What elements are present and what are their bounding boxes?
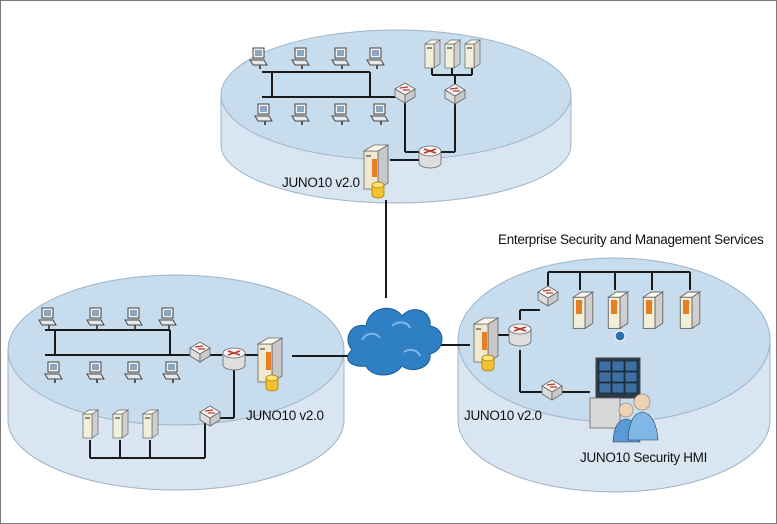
site-top-lan bbox=[262, 68, 473, 161]
site-top: JUNO10 v2.0 bbox=[220, 29, 572, 204]
monitor-wall-icon bbox=[589, 357, 641, 429]
server-icon bbox=[444, 39, 461, 69]
hmi-label: JUNO10 Security HMI bbox=[580, 450, 707, 465]
server-icon bbox=[82, 409, 99, 439]
site-left-disc bbox=[7, 274, 345, 426]
server-icon bbox=[424, 39, 441, 69]
site-right-gateway-label: JUNO10 v2.0 bbox=[464, 408, 542, 423]
site-right-lan bbox=[498, 271, 691, 393]
router-icon bbox=[508, 323, 532, 347]
site-left-gateway-label: JUNO10 v2.0 bbox=[246, 408, 324, 423]
router-icon bbox=[222, 347, 246, 371]
router-icon bbox=[418, 145, 442, 169]
users-icon bbox=[612, 393, 659, 443]
site-left: JUNO10 v2.0 bbox=[7, 274, 345, 491]
site-top-gateway-label: JUNO10 v2.0 bbox=[282, 175, 360, 190]
server-icon bbox=[112, 409, 129, 439]
services-title: Enterprise Security and Management Servi… bbox=[498, 232, 764, 247]
server-icon bbox=[464, 39, 481, 69]
server-icon bbox=[142, 409, 159, 439]
cloud-icon bbox=[347, 307, 443, 376]
site-left-lan bbox=[45, 329, 262, 459]
site-right: JUNO10 v2.0 JUNO10 Security HMI bbox=[457, 257, 771, 493]
services-servers bbox=[572, 291, 701, 342]
